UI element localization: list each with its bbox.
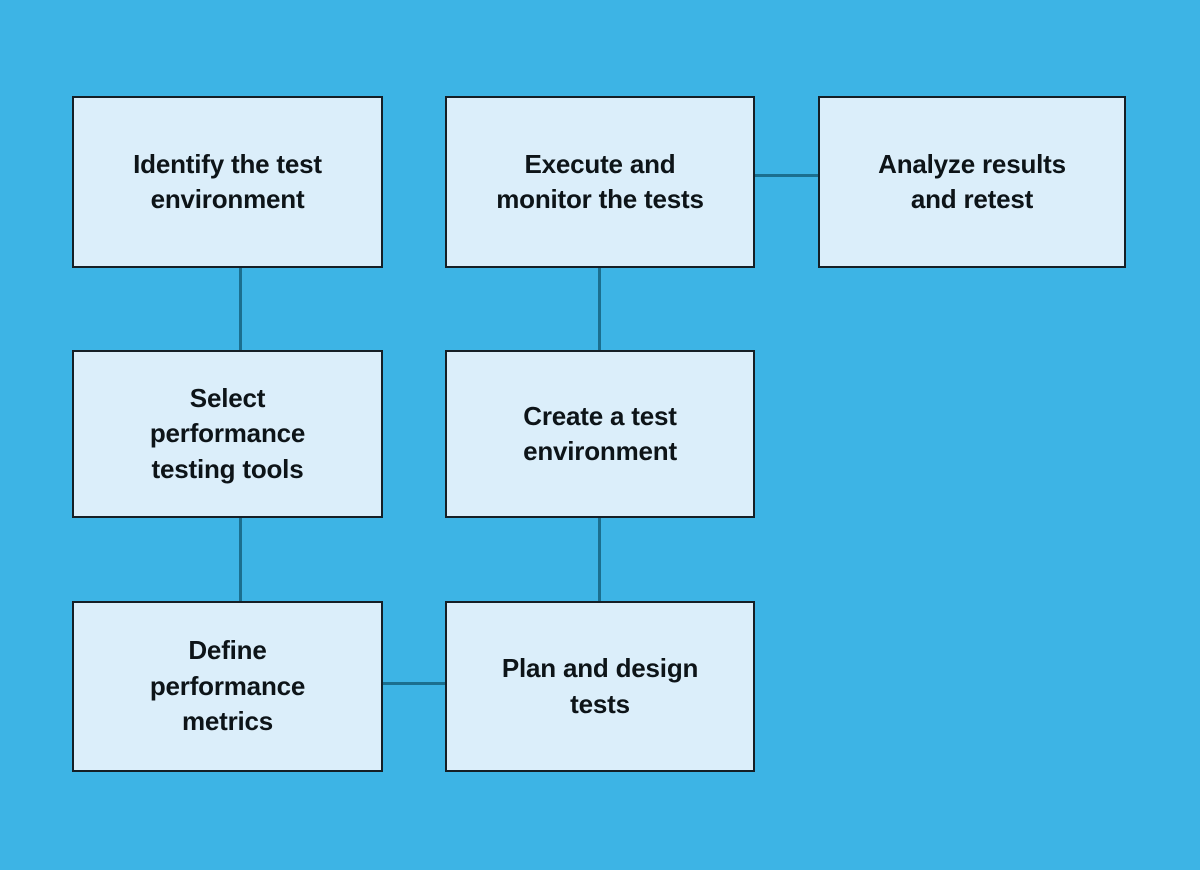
node-execute-monitor-tests[interactable]: Execute and monitor the tests [445, 96, 755, 268]
node-label: Define performance metrics [149, 635, 306, 737]
connector-execute-to-create [598, 266, 601, 352]
node-label: Identify the test environment [133, 148, 322, 214]
node-define-performance-metrics[interactable]: Define performance metrics [72, 601, 383, 772]
connector-define-to-plan [381, 682, 447, 685]
node-select-performance-tools[interactable]: Select performance testing tools [72, 350, 383, 518]
node-identify-test-environment[interactable]: Identify the test environment [72, 96, 383, 268]
node-create-test-environment[interactable]: Create a test environment [445, 350, 755, 518]
node-label: Execute and monitor the tests [496, 148, 704, 214]
connector-select-to-define [239, 516, 242, 603]
connector-create-to-plan [598, 516, 601, 603]
node-analyze-results-retest[interactable]: Analyze results and retest [818, 96, 1126, 268]
node-label: Analyze results and retest [878, 148, 1066, 214]
node-label: Select performance testing tools [149, 382, 306, 484]
node-label: Plan and design tests [501, 653, 699, 719]
node-plan-design-tests[interactable]: Plan and design tests [445, 601, 755, 772]
connector-identify-to-select [239, 266, 242, 352]
node-label: Create a test environment [523, 400, 677, 466]
connector-execute-to-analyze [754, 174, 820, 177]
